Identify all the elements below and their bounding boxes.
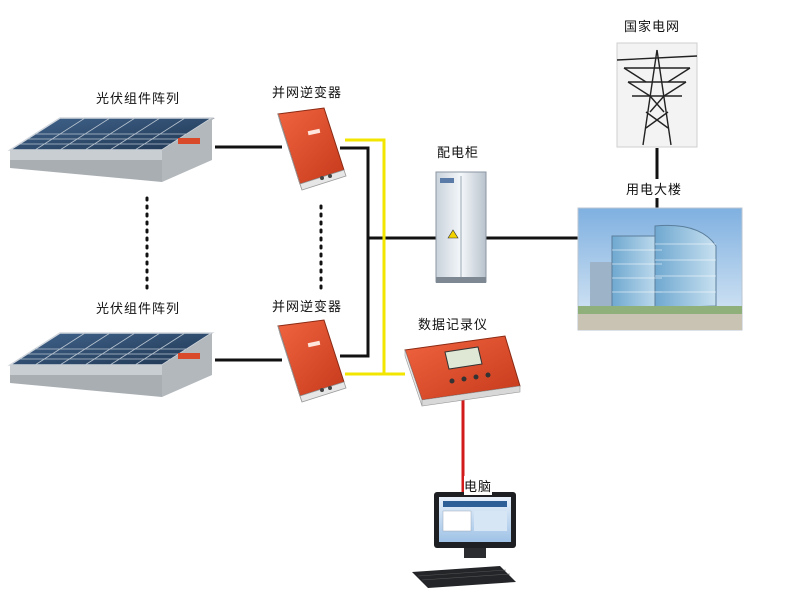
desktop-computer-icon xyxy=(412,492,516,588)
label-pv-array-top: 光伏组件阵列 xyxy=(96,92,181,107)
label-building: 用电大楼 xyxy=(626,179,683,198)
power-lines xyxy=(215,145,659,362)
inverter-icon xyxy=(277,319,347,403)
label-distribution-cabinet: 配电柜 xyxy=(437,146,480,161)
label-pv-array-bottom: 光伏组件阵列 xyxy=(96,302,181,317)
label-computer: 电脑 xyxy=(464,476,493,495)
solar-panel-icon xyxy=(7,332,215,397)
transmission-tower-icon xyxy=(616,42,698,148)
comm-line-inverter-top xyxy=(345,138,405,376)
inverter-icon xyxy=(277,107,347,191)
data-logger-icon xyxy=(404,335,521,407)
distribution-cabinet-icon xyxy=(435,171,487,283)
solar-panel-icon xyxy=(7,117,215,182)
label-inverter-top: 并网逆变器 xyxy=(272,86,343,101)
line-inverter-bottom-to-bus xyxy=(340,238,370,358)
line-inverter-top-to-bus xyxy=(340,146,370,238)
label-inverter-bottom: 并网逆变器 xyxy=(272,300,343,315)
comm-lines xyxy=(345,138,405,376)
office-building-icon xyxy=(577,207,743,331)
label-national-grid: 国家电网 xyxy=(624,20,681,35)
label-data-logger: 数据记录仪 xyxy=(418,318,489,333)
